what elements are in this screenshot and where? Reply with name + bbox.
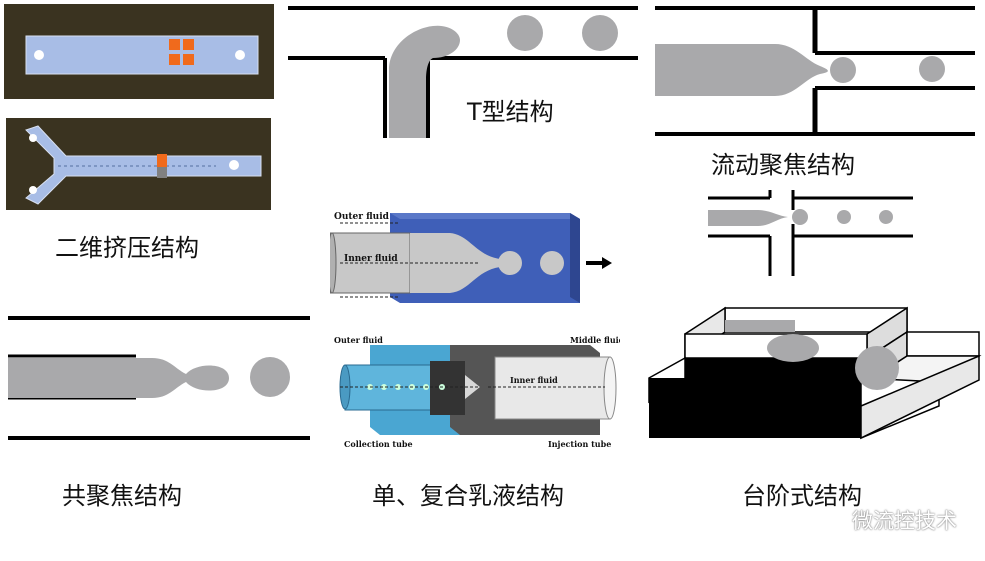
double-inner-fluid-label: Inner fluid xyxy=(510,375,558,385)
co-focus-diagram xyxy=(8,316,310,440)
single-inner-fluid-label: Inner fluid xyxy=(344,254,398,264)
label-flow-focus: 流动聚焦结构 xyxy=(711,151,855,179)
two-d-chip-top xyxy=(4,4,274,99)
wechat-icon xyxy=(813,510,845,530)
flow-focus-small-diagram xyxy=(708,190,913,276)
single-emulsion-diagram: Outer fluid Inner fluid xyxy=(330,212,612,303)
watermark-text: 微流控技术 xyxy=(852,509,957,533)
single-outer-fluid-label: Outer fluid xyxy=(334,212,390,222)
label-t-type: T型结构 xyxy=(467,98,554,126)
watermark: 微流控技术 xyxy=(812,505,957,535)
collection-tube-label: Collection tube xyxy=(344,439,413,449)
label-emulsion: 单、复合乳液结构 xyxy=(372,482,564,510)
label-co-focus: 共聚焦结构 xyxy=(62,482,182,510)
double-emulsion-diagram: Outer fluid Middle fluid Inner fluid Col… xyxy=(334,335,620,449)
double-middle-fluid-label: Middle fluid xyxy=(570,335,620,345)
injection-tube-label: Injection tube xyxy=(548,439,611,449)
label-two-d: 二维挤压结构 xyxy=(55,234,199,262)
step-structure-diagram xyxy=(648,306,982,440)
flow-focus-diagram xyxy=(655,6,975,136)
two-d-chip-bottom xyxy=(6,118,271,210)
t-junction-diagram xyxy=(288,6,638,139)
label-step: 台阶式结构 xyxy=(742,482,862,510)
double-outer-fluid-label: Outer fluid xyxy=(334,335,383,345)
